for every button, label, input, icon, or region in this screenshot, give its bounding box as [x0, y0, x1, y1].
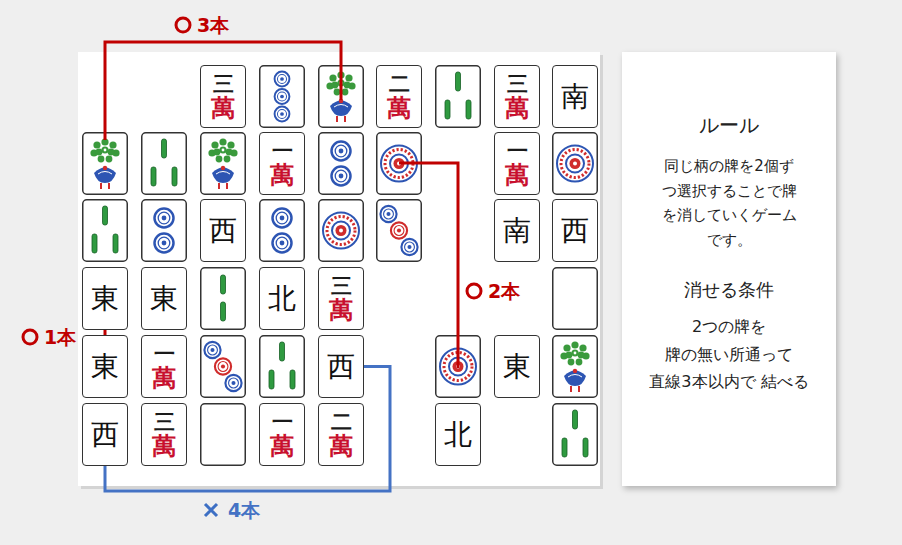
tile-character: 三 [213, 73, 234, 95]
mahjong-tile: 一萬 [141, 335, 187, 398]
mahjong-tile: 西 [82, 403, 128, 466]
pin-tile [260, 66, 305, 128]
line-count-label: 1本 [44, 326, 76, 349]
tile-character: 萬 [505, 162, 529, 187]
ok-mark [176, 18, 190, 32]
mahjong-tile: 南 [494, 199, 540, 262]
tile-character: 西 [327, 352, 355, 381]
rule-panel: ルール同じ柄の牌を2個ずつ選択することで牌を消していくゲームです。消せる条件 2つ… [622, 52, 836, 486]
tile-character: 一 [154, 343, 175, 365]
picture-tiles [83, 66, 598, 466]
mahjong-tile: 三萬 [200, 65, 246, 128]
tile-character: 二 [331, 411, 352, 433]
bamboo-tile [83, 200, 128, 262]
tile-character: 西 [561, 216, 589, 245]
mahjong-tile: 二萬 [318, 403, 364, 466]
pin-tile [201, 336, 246, 398]
mahjong-tile: 東 [494, 335, 540, 398]
mahjong-tile: 三萬 [141, 403, 187, 466]
tile-character: 三 [507, 73, 528, 95]
tile-character: 東 [91, 352, 119, 381]
mahjong-tile: 南 [552, 65, 598, 128]
tile-character: 萬 [329, 433, 353, 458]
tile-character: 一 [272, 411, 293, 433]
mahjong-tile: 西 [200, 199, 246, 262]
tile-character: 萬 [270, 433, 294, 458]
tile-character: 一 [507, 140, 528, 162]
bird-tile [83, 133, 128, 195]
mahjong-tile: 東 [82, 335, 128, 398]
blank-tile [553, 268, 598, 330]
tile-character: 萬 [270, 162, 294, 187]
tile-character: 西 [91, 420, 119, 449]
bamboo-tile [142, 133, 187, 195]
board-panel [78, 52, 600, 486]
tile-character: 二 [389, 73, 410, 95]
bird-tile [553, 336, 598, 398]
tile-character: 萬 [211, 95, 235, 120]
mahjong-tile: 二萬 [376, 65, 422, 128]
tile-character: 萬 [387, 95, 411, 120]
bird-tile [201, 133, 246, 195]
mahjong-tile: 東 [141, 267, 187, 330]
pin-tile [142, 200, 187, 262]
rule-subheading: 消せる条件 [634, 278, 824, 302]
tile-character: 南 [503, 216, 531, 245]
rule-text: 同じ柄の牌を2個ずつ選択することで牌を消していくゲームです。 [659, 154, 799, 252]
tile-character: 南 [561, 82, 589, 111]
mahjong-tile: 東 [82, 267, 128, 330]
line-count-label: 3本 [197, 14, 229, 37]
mahjong-tile: 北 [259, 267, 305, 330]
tile-character: 三 [331, 275, 352, 297]
mahjong-tile: 一萬 [259, 132, 305, 195]
tile-character: 萬 [329, 297, 353, 322]
tile-character: 西 [209, 216, 237, 245]
rule-heading: ルール [634, 112, 824, 138]
bamboo-tile [260, 336, 305, 398]
path-line [399, 163, 458, 368]
rule-text: 2つの牌を 牌の無い所通って 直線3本以内で 結べる [644, 313, 814, 396]
pin-tile [553, 133, 598, 195]
pin-tile [260, 200, 305, 262]
mahjong-tile: 三萬 [318, 267, 364, 330]
tile-character: 萬 [152, 365, 176, 390]
mahjong-tile: 西 [318, 335, 364, 398]
ok-mark [23, 330, 37, 344]
mahjong-tile: 西 [552, 199, 598, 262]
pin-tile [319, 133, 364, 195]
tile-character: 三 [154, 411, 175, 433]
path-line [105, 42, 341, 140]
bamboo-tile [553, 404, 598, 466]
tile-character: 北 [268, 284, 296, 313]
ng-mark [205, 504, 217, 516]
line-count-label: 2本 [488, 280, 520, 303]
blank-tile [201, 404, 246, 466]
mahjong-tile: 一萬 [259, 403, 305, 466]
pin-tile [377, 200, 422, 262]
line-count-label: 4本 [228, 499, 260, 522]
mahjong-tile: 一萬 [494, 132, 540, 195]
tile-character: 萬 [505, 95, 529, 120]
bamboo-tile [201, 268, 246, 330]
tile-character: 萬 [152, 433, 176, 458]
tile-character: 北 [444, 420, 472, 449]
mahjong-tile: 北 [435, 403, 481, 466]
tile-character: 東 [503, 352, 531, 381]
tile-character: 東 [150, 284, 178, 313]
mahjong-tile: 三萬 [494, 65, 540, 128]
bamboo-tile [436, 66, 481, 128]
tile-character: 東 [91, 284, 119, 313]
tile-character: 一 [272, 140, 293, 162]
pin-tile [319, 200, 364, 262]
ok-mark [467, 284, 481, 298]
